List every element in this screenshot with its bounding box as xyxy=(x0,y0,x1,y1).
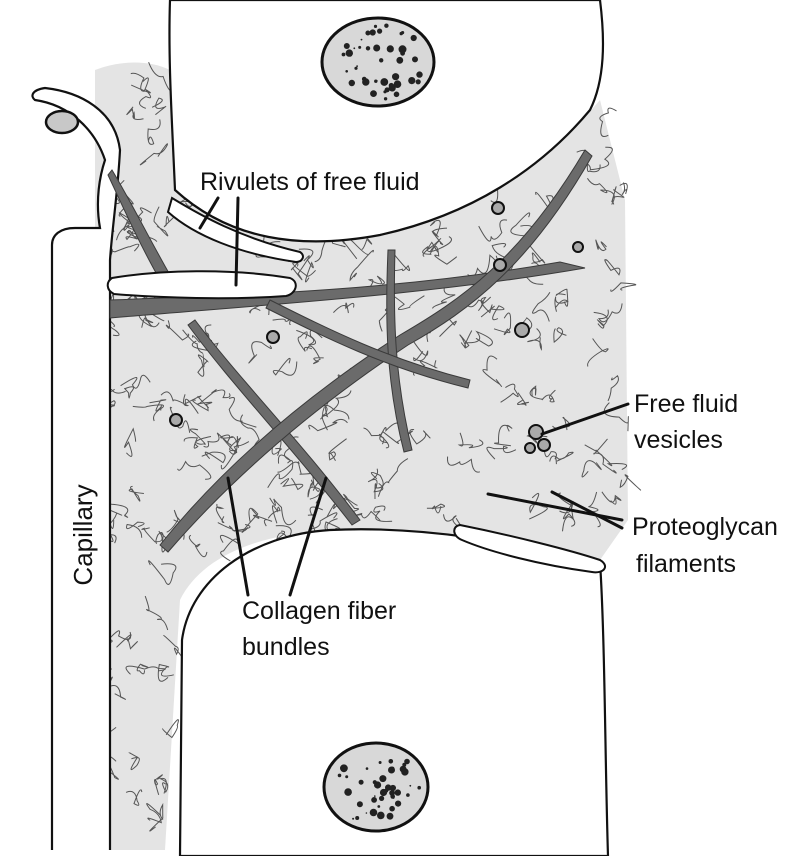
chromatin-dot xyxy=(358,46,361,49)
chromatin-dot xyxy=(389,759,394,764)
chromatin-dot xyxy=(350,55,352,57)
label-collagen-line1: Collagen fiber xyxy=(242,597,396,625)
label-collagen-line2: bundles xyxy=(242,633,330,661)
chromatin-dot xyxy=(374,80,377,83)
chromatin-dot xyxy=(387,45,394,52)
label-rivulets: Rivulets of free fluid xyxy=(200,168,420,196)
chromatin-dot xyxy=(385,87,390,92)
chromatin-dot xyxy=(377,805,380,808)
chromatin-dot xyxy=(384,789,388,793)
chromatin-dot xyxy=(394,92,400,98)
chromatin-dot xyxy=(373,780,377,784)
chromatin-dot xyxy=(392,73,399,80)
chromatin-dot xyxy=(384,24,388,28)
chromatin-dot xyxy=(342,53,346,57)
chromatin-dot xyxy=(393,797,395,799)
label-proteoglycan-line1: Proteoglycan xyxy=(632,513,778,541)
label-free-fluid-line2: vesicles xyxy=(634,426,723,454)
chromatin-dot xyxy=(345,775,348,778)
chromatin-dot xyxy=(371,797,377,803)
chromatin-dot xyxy=(354,67,357,70)
chromatin-dot xyxy=(352,818,354,820)
chromatin-dot xyxy=(362,77,367,82)
label-capillary: Capillary xyxy=(68,484,98,585)
label-free-fluid-line1: Free fluid xyxy=(634,390,738,418)
chromatin-dot xyxy=(344,43,350,49)
chromatin-dot xyxy=(411,35,417,41)
chromatin-dot xyxy=(359,780,364,785)
chromatin-dot xyxy=(346,49,353,56)
chromatin-dot xyxy=(374,795,376,797)
chromatin-dot xyxy=(412,56,418,62)
chromatin-dot xyxy=(370,29,376,35)
chromatin-dot xyxy=(361,39,363,41)
chromatin-dot xyxy=(345,70,348,73)
chromatin-dot xyxy=(357,801,363,807)
chromatin-dot xyxy=(366,767,369,770)
chromatin-dot xyxy=(380,78,388,86)
chromatin-dot xyxy=(399,45,407,53)
chromatin-dot xyxy=(417,786,421,790)
chromatin-dot xyxy=(379,796,384,801)
chromatin-dot xyxy=(401,768,408,775)
chromatin-dot xyxy=(389,806,395,812)
chromatin-dot xyxy=(409,785,411,787)
chromatin-dot xyxy=(406,793,410,797)
endothelial-nucleus xyxy=(46,111,78,133)
chromatin-dot xyxy=(377,29,382,34)
chromatin-dot xyxy=(349,80,355,86)
chromatin-dot xyxy=(357,817,359,819)
chromatin-dot xyxy=(388,815,393,820)
chromatin-dot xyxy=(373,45,380,52)
chromatin-dot xyxy=(379,761,382,764)
chromatin-dot xyxy=(395,801,401,807)
chromatin-dot xyxy=(377,812,385,820)
chromatin-dot xyxy=(395,789,401,795)
rivulet-main xyxy=(108,271,296,298)
chromatin-dot xyxy=(366,812,368,814)
chromatin-dot xyxy=(370,90,377,97)
chromatin-dot xyxy=(344,788,352,796)
chromatin-dot xyxy=(374,25,377,28)
label-proteoglycan-line2: filaments xyxy=(636,550,736,578)
chromatin-dot xyxy=(384,97,387,100)
chromatin-dot xyxy=(379,775,386,782)
chromatin-dot xyxy=(408,77,415,84)
chromatin-dot xyxy=(394,80,402,88)
chromatin-dot xyxy=(416,71,422,77)
chromatin-dot xyxy=(396,57,403,64)
chromatin-dot xyxy=(366,46,370,50)
chromatin-dot xyxy=(401,31,404,34)
lower-cell-nucleus xyxy=(324,743,428,831)
chromatin-dot xyxy=(416,79,421,84)
upper-cell-nucleus xyxy=(322,18,434,106)
chromatin-dot xyxy=(379,58,383,62)
chromatin-dot xyxy=(340,764,348,772)
chromatin-dot xyxy=(370,809,378,817)
chromatin-dot xyxy=(389,790,395,796)
chromatin-dot xyxy=(388,767,395,774)
chromatin-dot xyxy=(390,87,395,92)
chromatin-dot xyxy=(353,47,355,49)
chromatin-dot xyxy=(356,65,358,67)
chromatin-dot xyxy=(338,774,342,778)
